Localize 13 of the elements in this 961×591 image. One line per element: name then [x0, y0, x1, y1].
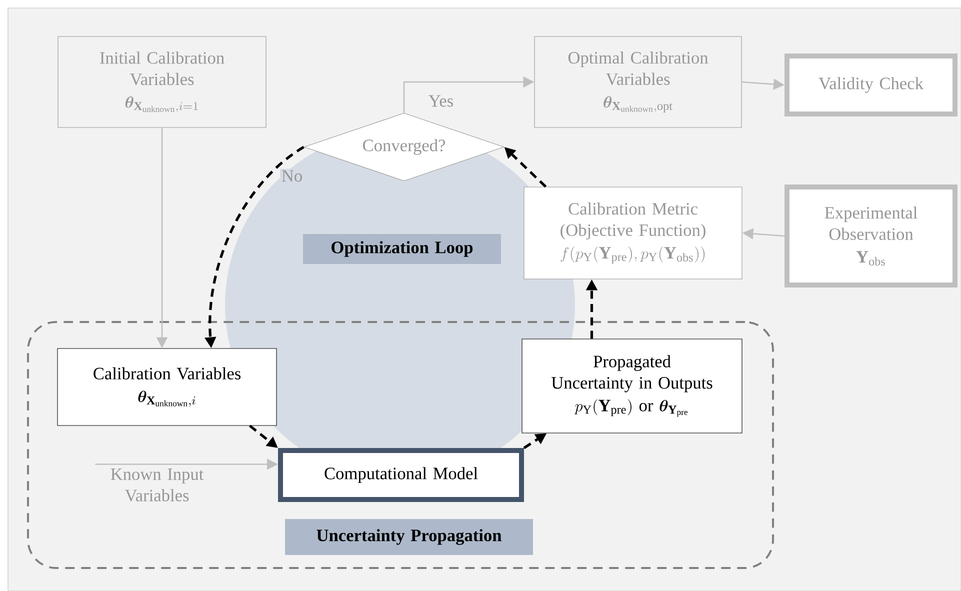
model-box: Computational Model [278, 448, 524, 502]
region-label: Uncertainty Propagation [285, 519, 533, 555]
loop-label: Optimization Loop [303, 234, 501, 264]
process-box: Calibration Metric (Objective Function) $f(p_{\mathrm{Y}}(\mathbf{Y}_{\mathrm{pre}}),p_{\mathrm{Y}}(\mathbf{Y}_{\mathrm{obs}}))$ [524, 186, 742, 280]
process-box: Initial Calibration Variables $\boldsymbol{\theta}_{\mathbf{X}_{\mathrm{unknown}},i=1}$ [58, 36, 266, 128]
process-box: Validity Check [784, 54, 958, 116]
process-box: Optimal Calibration Variables $\boldsymbol{\theta}_{\mathbf{X}_{\mathrm{unknown}},\mathrm{opt}}$ [534, 36, 742, 128]
edge-label: Yes [427, 94, 455, 108]
edge-label: No [280, 168, 304, 184]
process-box: Propagated Uncertainty in Outputs $p_{\mathrm{Y}}(\mathbf{Y}_{\mathrm{pre}})\text{ or }\boldsymbol{\theta}_{\mathbf{Y}_{\mathrm{pre}}}$ [522, 338, 742, 434]
process-box: Experimental Observation $\mathbf{Y}_{\mathrm{obs}}$ [784, 184, 958, 288]
input-text: Known Input Variables [110, 468, 204, 502]
process-box: Calibration Variables $\boldsymbol{\theta}_{\mathbf{X}_{\mathrm{unknown}},i}$ [57, 348, 277, 426]
